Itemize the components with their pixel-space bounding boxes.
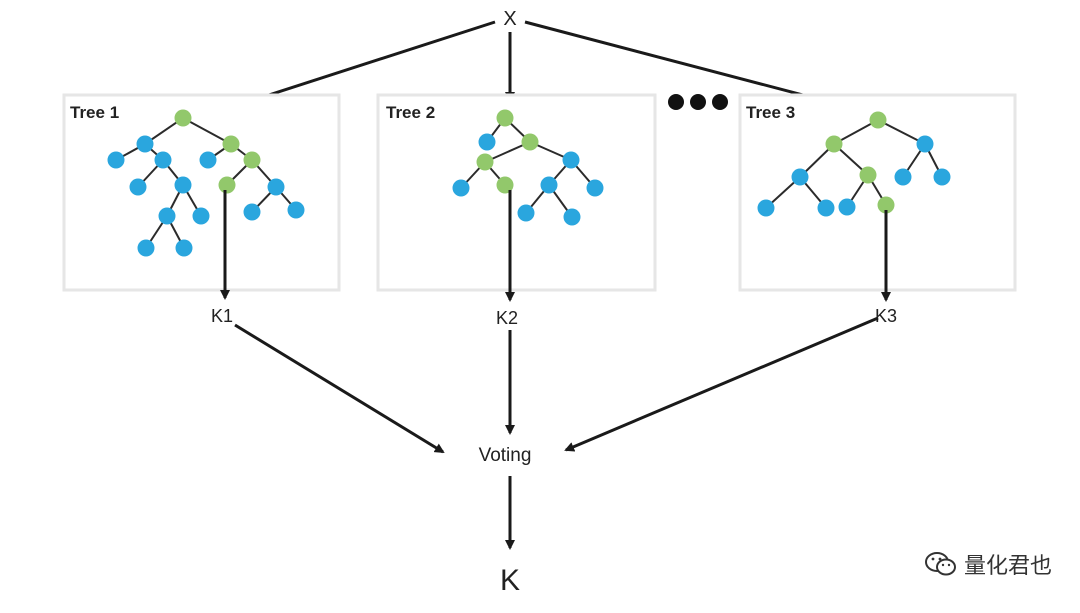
prediction-k3: K3 <box>875 306 897 326</box>
tree-1-box <box>62 93 341 292</box>
tree-3-path-node <box>869 111 887 129</box>
tree-1-node <box>107 151 125 169</box>
tree-1-title: Tree 1 <box>70 103 119 122</box>
tree-2-path-node <box>521 133 539 151</box>
arrow-k3-to-voting <box>564 316 879 452</box>
prediction-k1: K1 <box>211 306 233 326</box>
tree-1-node <box>174 176 192 194</box>
tree-2-path-node <box>496 176 514 194</box>
tree-1-path-node <box>174 109 192 127</box>
output-label: K <box>500 564 520 597</box>
tree-1-node <box>136 135 154 153</box>
tree-1-node <box>129 178 147 196</box>
tree-1-node <box>267 178 285 196</box>
watermark: 量化君也 <box>924 548 1052 580</box>
tree-3-path-node <box>859 166 877 184</box>
wechat-icon <box>924 552 956 576</box>
tree-1-node <box>175 239 193 257</box>
tree-3-node <box>791 168 809 186</box>
tree-2-path-node <box>476 153 494 171</box>
tree-3-edge <box>877 119 926 145</box>
tree-1-node <box>199 151 217 169</box>
tree-1-graph <box>107 109 305 257</box>
prediction-k2: K2 <box>496 308 518 328</box>
watermark-text: 量化君也 <box>963 554 1052 579</box>
tree-3-node <box>817 199 835 217</box>
tree-1-node <box>287 201 305 219</box>
tree-3-path-node <box>877 196 895 214</box>
tree-2-box <box>376 93 657 292</box>
tree-1-path-node <box>243 151 261 169</box>
tree-1-node <box>154 151 172 169</box>
voting-label: Voting <box>479 445 532 466</box>
tree-1-path-node <box>222 135 240 153</box>
tree-2-graph <box>452 109 604 226</box>
tree-3-title: Tree 3 <box>746 103 795 122</box>
input-label: X <box>503 8 516 30</box>
tree-3-path-node <box>825 135 843 153</box>
tree-3-node <box>838 198 856 216</box>
tree-3-node <box>894 168 912 186</box>
tree-1-node <box>137 239 155 257</box>
tree-2-node <box>452 179 470 197</box>
tree-1-edge <box>182 117 232 145</box>
tree-2-node <box>517 204 535 222</box>
tree-2-node <box>586 179 604 197</box>
tree-3-node <box>757 199 775 217</box>
tree-3-node <box>933 168 951 186</box>
tree-2-path-node <box>496 109 514 127</box>
tree-2-node <box>540 176 558 194</box>
ellipsis-dot-2 <box>690 94 706 110</box>
arrow-k1-to-voting <box>234 323 445 454</box>
tree-1-node <box>243 203 261 221</box>
tree-1-node <box>192 207 210 225</box>
tree-1-node <box>158 207 176 225</box>
tree-2-node <box>563 208 581 226</box>
tree-2-node <box>478 133 496 151</box>
tree-3-node <box>916 135 934 153</box>
tree-3-graph <box>757 111 951 217</box>
tree-2-title: Tree 2 <box>386 103 435 122</box>
ellipsis-dot-3 <box>712 94 728 110</box>
ellipsis-dot-1 <box>668 94 684 110</box>
tree-1-path-node <box>218 176 236 194</box>
tree-2-node <box>562 151 580 169</box>
